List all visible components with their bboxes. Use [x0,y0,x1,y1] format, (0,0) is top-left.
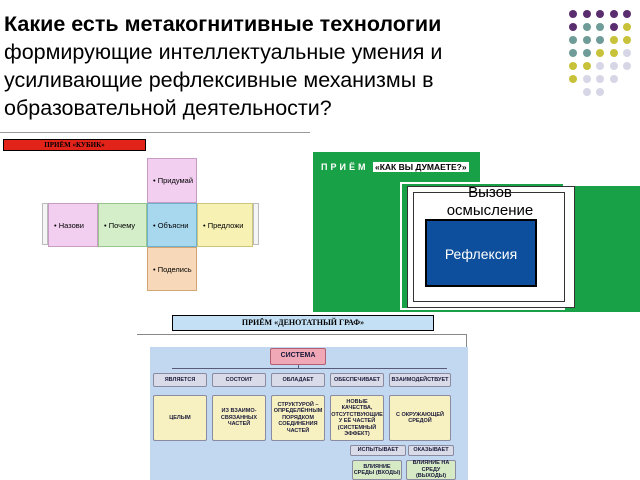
challenge-line-2: осмысление [446,202,534,219]
decorative-dot [609,10,618,18]
cube-face-center: Объясни [147,203,197,247]
decorative-dot [596,75,604,83]
graf-sub-relation-node: ОКАЗЫВАЕТ [408,445,454,456]
decorative-dot [596,23,604,31]
decorative-dot [582,88,591,96]
decorative-dot [609,49,618,57]
connector-line [172,368,447,369]
graf-sub-value-node: ВЛИЯНИЕ НА СРЕДУ (ВЫХОДЫ) [406,460,456,480]
decorative-dot [582,10,591,18]
cube-face-label: Придумай [153,176,193,185]
cube-face-top: Придумай [147,158,197,203]
decorative-dot [609,75,618,83]
cube-face-bottom: Поделись [147,247,197,291]
graf-root-node: СИСТЕМА [270,348,326,365]
graf-diagram: СИСТЕМА ЯВЛЯЕТСЯ СОСТОИТ ОБЛАДАЕТ ОБЕСПЕ… [150,347,468,480]
graf-sub-value-node: ВЛИЯНИЕ СРЕДЫ (ВХОДЫ) [352,460,402,480]
reflection-box: Рефлексия [425,219,537,287]
challenge-line-1: Вызов [468,184,512,201]
decorative-dot [596,36,604,44]
decorative-dot [596,10,604,18]
decorative-dot [609,36,618,44]
cube-face-center-left: Почему [98,203,147,247]
decorative-dot [582,62,591,70]
decorative-dot [569,75,577,83]
cube-face-label: Поделись [153,265,192,274]
decorative-dot [569,23,577,31]
graf-value-node: С ОКРУЖАЮЩЕЙ СРЕДОЙ [389,395,451,441]
cube-face-right: Предложи [197,203,253,247]
kak-vy-dumaete-panel: ПРИЁМ «КАК ВЫ ДУМАЕТЕ?» Вызов осмысление… [313,132,640,328]
decorative-dot [623,10,631,18]
challenge-text: Вызов осмысление [415,184,565,220]
panel-top-strip [480,132,640,186]
cube-face-label: Назови [54,221,84,230]
graf-sub-relation-node: ИСПЫТЫВАЕТ [350,445,406,456]
decorative-dot [582,36,591,44]
graf-relation-node: ОБЛАДАЕТ [271,373,325,387]
decorative-dot [582,75,591,83]
graf-relation-node: ОБЕСПЕЧИВАЕТ [330,373,384,387]
technique-name: «КАК ВЫ ДУМАЕТЕ?» [373,162,469,172]
cube-face-label: Объясни [153,221,188,230]
graf-value-node: НОВЫЕ КАЧЕСТВА, ОТСУТСТВУЮЩИЕ У ЕЁ ЧАСТЕ… [330,395,384,441]
slide-title: Какие есть метакогнитивные технологии фо… [4,10,564,122]
slide-title-bold: Какие есть метакогнитивные технологии [4,12,442,36]
cube-face-label: Почему [104,221,135,230]
decorative-dot [596,62,604,70]
decorative-dot [623,49,631,57]
decorative-dot [596,49,604,57]
graf-value-node: ЦЕЛЫМ [153,395,207,441]
cube-flap [42,203,48,245]
slide-title-rest: формирующие интеллектуальные умения и ус… [4,40,443,120]
graf-value-node: ИЗ ВЗАИМО- СВЯЗАННЫХ ЧАСТЕЙ [212,395,266,441]
kubik-technique-panel: ПРИЁМ «КУБИК» Придумай Назови Почему Объ… [0,132,310,317]
cube-face-left: Назови [48,203,98,247]
decorative-dot [609,62,618,70]
decorative-dot [582,49,591,57]
decorative-dot [569,62,577,70]
decorative-dot [596,88,604,96]
connector-line [298,365,299,369]
decorative-dot [623,62,631,70]
decorative-dot [569,49,577,57]
denotatny-graf-panel: ПРИЁМ «ДЕНОТАТНЫЙ ГРАФ» СИСТЕМА ЯВЛЯЕТСЯ… [137,312,640,480]
decorative-dot [569,10,577,18]
graf-relation-node: ЯВЛЯЕТСЯ [153,373,207,387]
decorative-dot [569,36,577,44]
technique-label: ПРИЁМ [321,162,369,172]
decorative-dot [609,23,618,31]
decorative-dot [582,23,591,31]
graf-banner: ПРИЁМ «ДЕНОТАТНЫЙ ГРАФ» [172,315,434,331]
graf-relation-node: СОСТОИТ [212,373,266,387]
kubik-banner: ПРИЁМ «КУБИК» [3,139,146,151]
decorative-dot [623,23,631,31]
graf-value-node: СТРУКТУРОЙ – ОПРЕДЕЛЁННЫМ ПОРЯДКОМ СОЕДИ… [271,395,325,441]
graf-relation-node: ВЗАИМОДЕЙСТВУЕТ [389,373,451,387]
cube-face-label: Предложи [203,221,243,230]
decorative-dot [623,36,631,44]
decorative-dot-grid [569,10,639,102]
cube-flap [253,203,259,245]
